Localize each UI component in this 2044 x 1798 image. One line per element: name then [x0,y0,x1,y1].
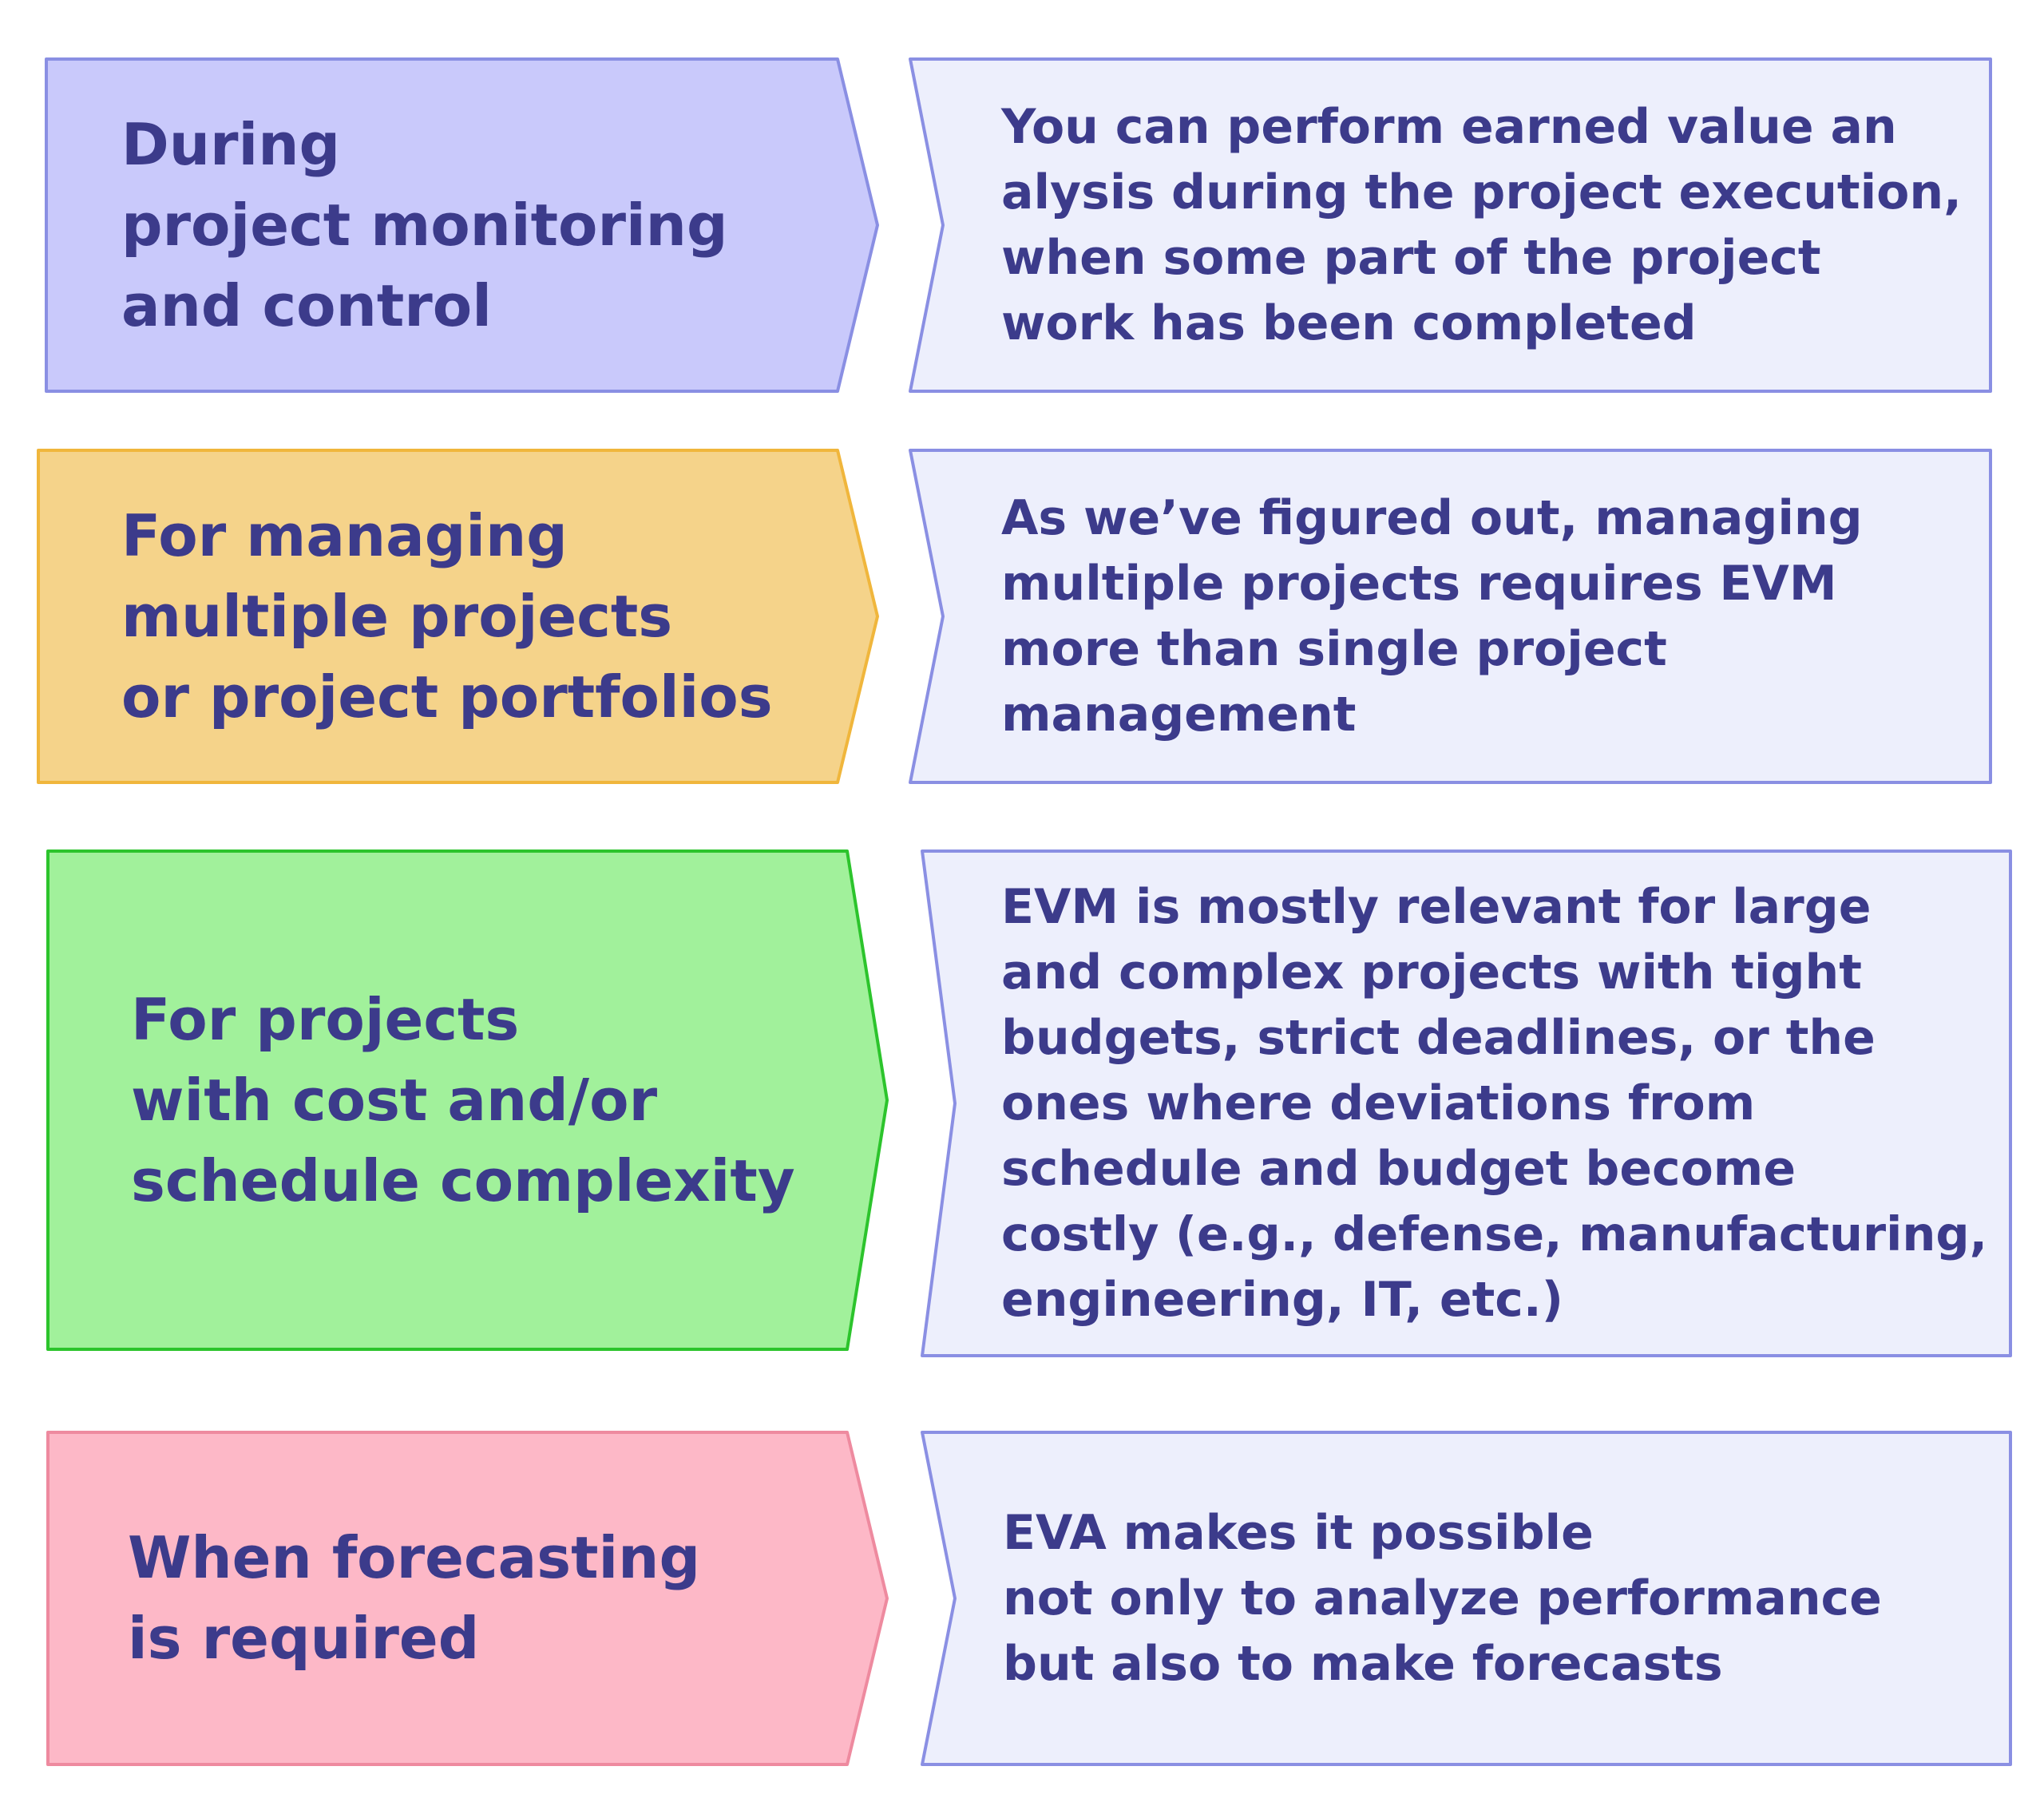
label-chevron-shape [46,1431,889,1766]
desc-line: EVM is mostly relevant for large [1001,879,1872,935]
row-complexity: For projects with cost and/or schedule c… [0,849,2044,1357]
desc-line: costly (e.g., defense, manufacturing, [1001,1206,1987,1261]
row-monitoring: During project monitoring and control Yo… [0,57,2044,393]
label-line: When forecasting [128,1524,700,1591]
desc-line: ones where deviations from [1001,1075,1756,1131]
row-multiple-projects: For managing multiple projects or projec… [0,449,2044,784]
label-line: During [121,110,341,178]
desc-line: work has been completed [1001,295,1697,351]
desc-line: budgets, strict deadlines, or the [1001,1010,1876,1066]
label-chevron [0,57,2044,393]
row-description: EVA makes it possible not only to analyz… [1003,1431,2001,1766]
label-line: is required [128,1605,480,1672]
row-label: During project monitoring and control [121,57,840,393]
desc-line: not only to analyze performance [1003,1570,1882,1626]
desc-line: when some part of the project [1001,230,1821,286]
row-label: When forecasting is required [128,1431,846,1766]
label-chevron-shape [46,849,889,1351]
desc-box [0,57,2044,393]
label-line: multiple projects [121,582,673,650]
desc-line: schedule and budget become [1001,1141,1796,1197]
desc-line: multiple projects requires EVM [1001,556,1837,612]
label-line: For managing [121,501,568,569]
desc-line: more than single project [1001,621,1667,677]
label-chevron-shape [37,449,879,784]
row-forecasting: When forecasting is required EVA makes i… [0,1431,2044,1766]
label-line: schedule complexity [131,1147,795,1214]
row-description: As we’ve figured out, managing multiple … [1001,449,1983,784]
label-line: or project portfolios [121,663,773,731]
desc-line: You can perform earned value an [1001,99,1897,155]
desc-box-shape [909,449,1992,784]
desc-line: EVA makes it possible [1003,1505,1594,1561]
desc-line: engineering, IT, etc.) [1001,1272,1564,1328]
label-chevron [0,1431,2044,1766]
label-chevron [0,449,2044,784]
desc-box-shape [921,849,2012,1357]
desc-line: alysis during the project execution, [1001,164,1962,220]
label-line: with cost and/or [131,1066,658,1134]
desc-line: and complex projects with tight [1001,945,1862,1000]
row-label: For projects with cost and/or schedule c… [131,849,850,1351]
desc-box [0,1431,2044,1766]
desc-box-shape [921,1431,2012,1766]
label-chevron-shape [45,57,879,393]
row-label: For managing multiple projects or projec… [121,449,840,784]
label-line: For projects [131,985,520,1053]
label-line: project monitoring [121,191,728,259]
desc-line: management [1001,687,1357,743]
label-line: and control [121,271,492,339]
desc-line: As we’ve figured out, managing [1001,490,1863,546]
row-description: You can perform earned value an alysis d… [1001,57,1983,393]
label-chevron [0,849,2044,1357]
desc-line: but also to make forecasts [1003,1636,1723,1692]
row-description: EVM is mostly relevant for large and com… [1001,849,2003,1357]
desc-box-shape [909,57,1992,393]
desc-box [0,449,2044,784]
desc-box [0,849,2044,1357]
